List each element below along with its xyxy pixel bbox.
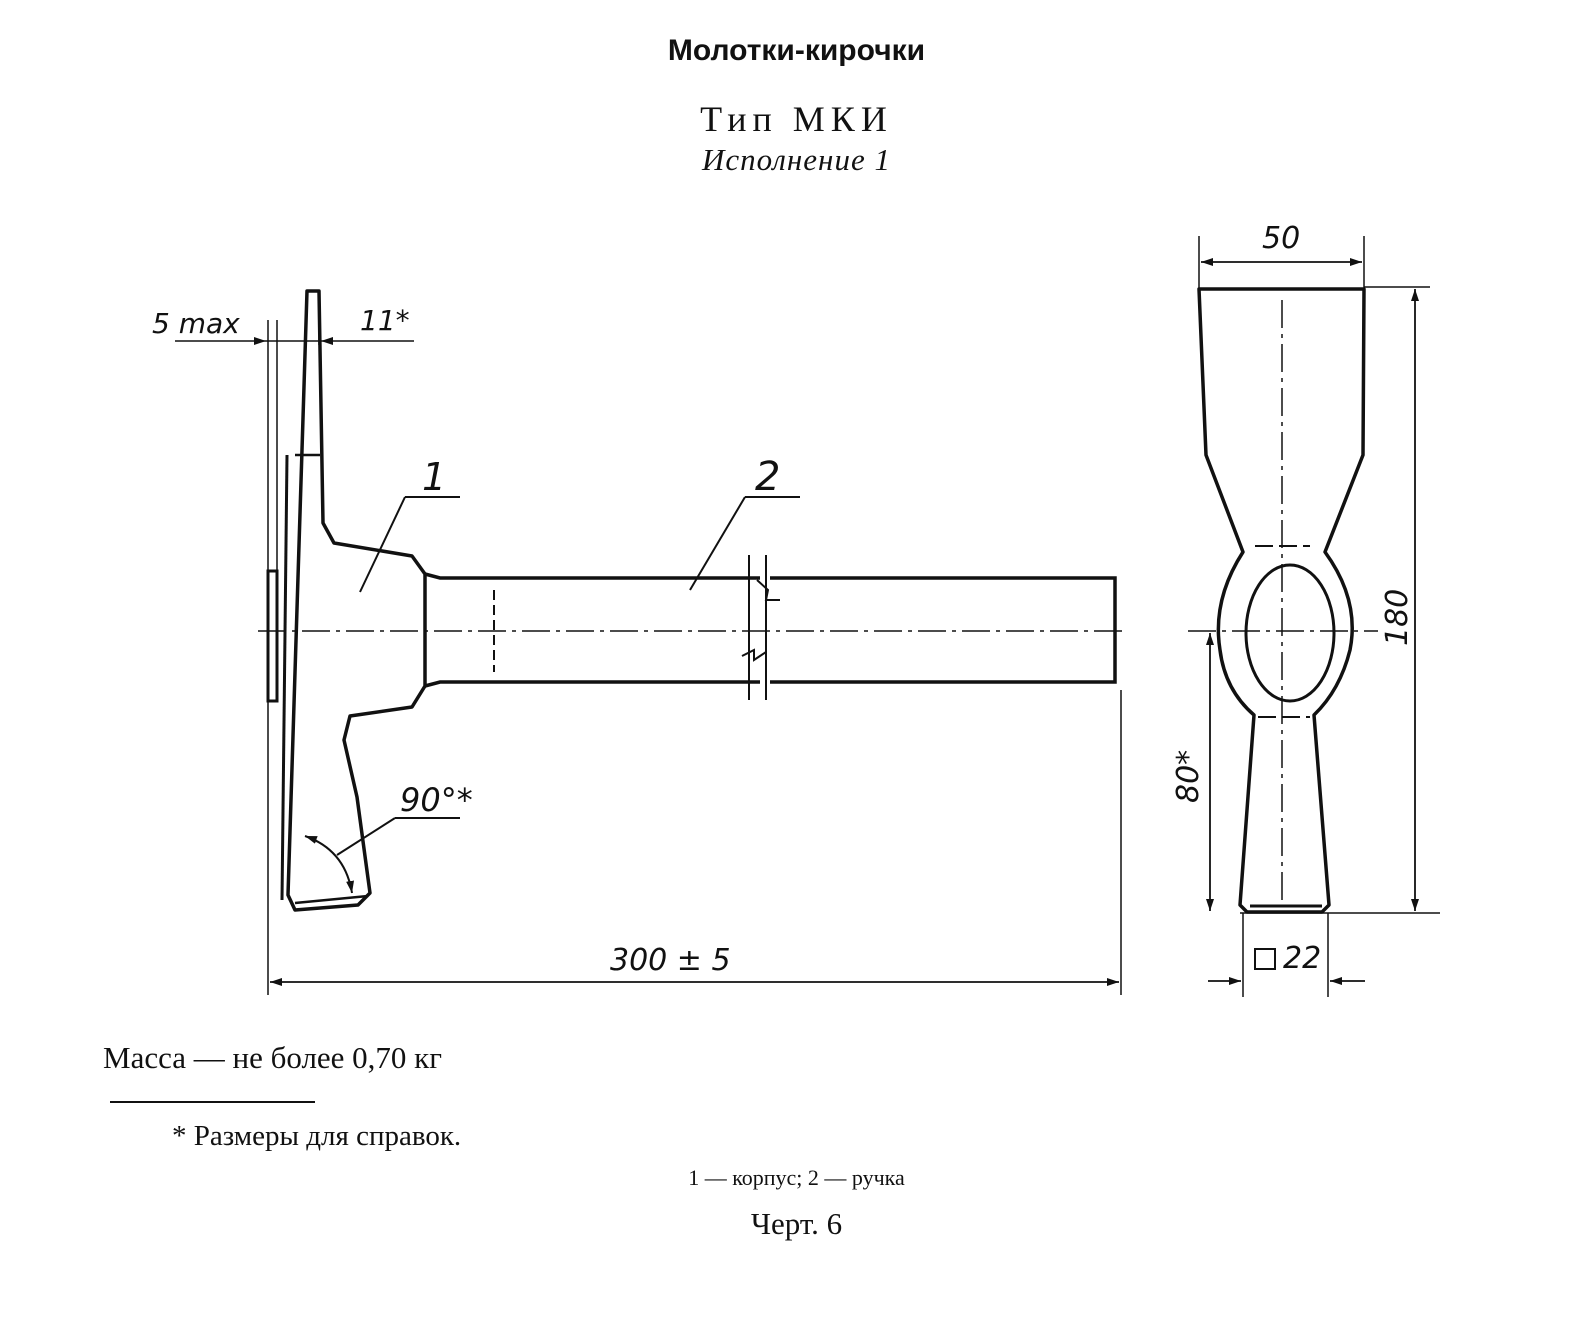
overall-length-label: 300 ± 5	[610, 943, 731, 978]
angle-label: 90°*	[400, 781, 473, 819]
handle-outline	[424, 572, 1117, 688]
dim-80-label: 80*	[1171, 750, 1206, 803]
footnote: * Размеры для справок.	[172, 1120, 462, 1152]
type-label: Тип МКИ	[700, 99, 893, 139]
callout-leader-1	[359, 496, 406, 593]
hammer-head-outline	[286, 289, 427, 912]
front-view	[1188, 236, 1440, 997]
angle-arc	[304, 835, 355, 894]
square-symbol	[1254, 948, 1276, 970]
figure-label: Черт. 6	[750, 1206, 843, 1241]
striking-face	[266, 569, 279, 703]
dim-22-label: 22	[1283, 941, 1321, 976]
dim-50-label: 50	[1262, 221, 1300, 256]
head-bottom-bevel	[294, 894, 369, 905]
head-inner-line	[280, 454, 289, 901]
drawing-title: Молотки-кирочки	[667, 34, 926, 67]
callout-2-label: 2	[755, 454, 780, 500]
mass-note: Масса — не более 0,70 кг	[103, 1040, 442, 1075]
parts-legend: 1 — корпус; 2 — ручка	[688, 1165, 905, 1190]
callout-leader-2	[689, 496, 746, 591]
dim-11-label: 11*	[360, 304, 410, 337]
callout-1-label: 1	[422, 455, 446, 499]
side-view	[175, 289, 1128, 995]
dim-180-label: 180	[1380, 589, 1415, 646]
angle-leader	[336, 817, 396, 856]
front-eye	[1244, 563, 1336, 703]
footnote-separator	[110, 1101, 315, 1103]
handle-break	[741, 555, 780, 700]
variant-label: Исполнение 1	[702, 142, 891, 177]
dim-5max-label: 5 max	[152, 307, 240, 340]
front-head-outline	[1197, 287, 1366, 914]
